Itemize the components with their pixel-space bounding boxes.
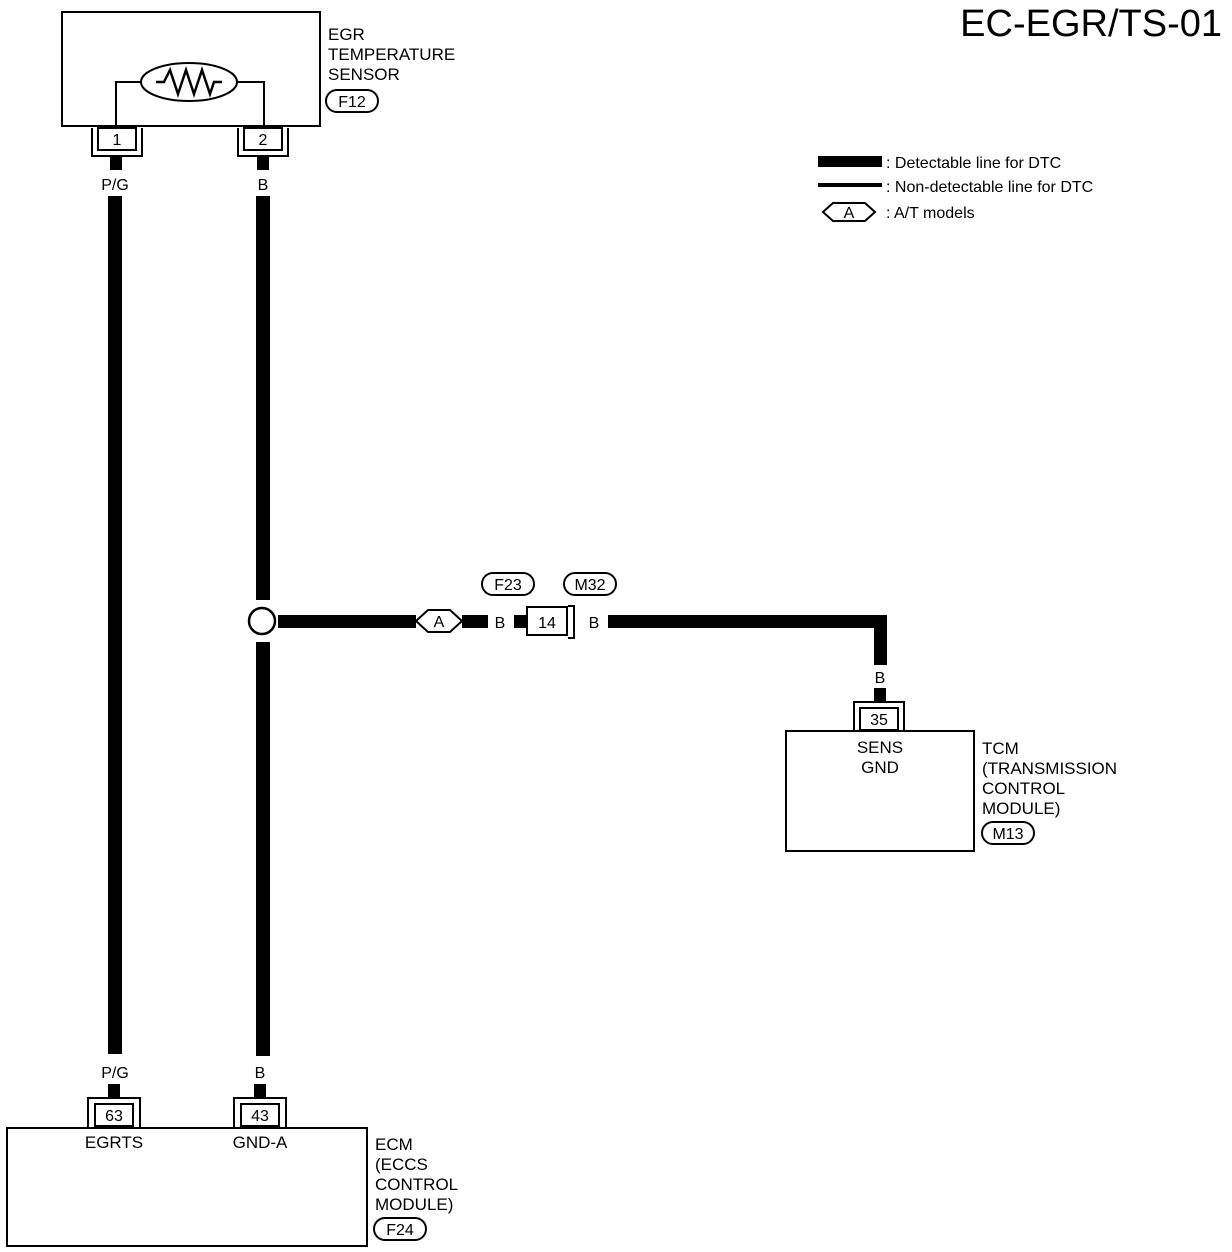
option-marker-code: A — [434, 614, 445, 631]
ecm-pin43-connector-outer — [233, 1097, 287, 1127]
ecm-pin63-connector-cavity — [94, 1103, 134, 1127]
ecm-name-1: ECM — [375, 1135, 413, 1154]
egr-sensor-name-1: EGR — [328, 25, 365, 44]
legend-thin-line — [818, 183, 882, 187]
inline-connector-pin: 14 — [538, 615, 556, 632]
ecm-name-2: (ECCS — [375, 1155, 428, 1174]
ecm-pin43-connector-cavity — [240, 1103, 280, 1127]
tcm-box — [785, 730, 975, 852]
legend-non-detectable-text: : Non-detectable line for DTC — [886, 179, 1093, 196]
egr-sensor-lead-left — [115, 81, 142, 126]
tcm-terminal-1: SENS — [857, 738, 903, 757]
tcm-module: 35 SENS GND TCM (TRANSMISSION CONTROL MO… — [785, 701, 1117, 852]
branch-left-label: B — [495, 615, 506, 632]
b-wire-upper — [256, 196, 270, 600]
ecm-name-4: MODULE) — [375, 1195, 453, 1214]
tcm-drop-label: B — [875, 670, 886, 687]
tcm-drop-stub — [874, 688, 886, 702]
legend-detectable-text: : Detectable line for DTC — [886, 155, 1061, 172]
inline-connector: F23 M32 14 — [481, 572, 617, 639]
splice-junction — [247, 606, 277, 636]
branch-wire-2 — [462, 615, 488, 628]
egr-temperature-sensor: EGR TEMPERATURE SENSOR F12 1 2 — [61, 11, 455, 157]
ecm-connector-code: F24 — [386, 1222, 414, 1239]
tcm-terminal-2: GND — [861, 758, 899, 777]
tcm-name-1: TCM — [982, 739, 1019, 758]
branch-wire-3 — [514, 615, 526, 628]
ecm-terminal-gnd-a: GND-A — [233, 1133, 288, 1152]
legend-option-hexagon — [821, 202, 877, 222]
legend: : Detectable line for DTC : Non-detectab… — [818, 155, 1093, 222]
ecm-pin-63: 63 — [105, 1108, 123, 1125]
branch-right-label: B — [589, 615, 600, 632]
pg-bottom-label: P/G — [101, 1065, 129, 1082]
ecm-box — [6, 1127, 368, 1247]
ecm-module: 63 43 EGRTS GND-A ECM (ECCS CONTROL MODU… — [6, 1097, 458, 1247]
pg-wire-stub-bottom — [108, 1084, 120, 1098]
egr-sensor-connector-badge — [325, 89, 379, 113]
ecm-pin63-connector-outer — [87, 1097, 141, 1127]
m32-code: M32 — [574, 577, 605, 594]
legend-option-code: A — [844, 205, 855, 222]
b-wire-lower — [256, 642, 270, 1056]
branch-wire-4 — [608, 615, 886, 628]
ecm-connector-badge — [373, 1217, 427, 1241]
egr-sensor-lead-right — [236, 81, 265, 126]
b-bottom-label: B — [255, 1065, 266, 1082]
egr-sensor-name-2: TEMPERATURE — [328, 45, 455, 64]
tcm-connector-badge — [981, 821, 1035, 845]
ecm-pin-43: 43 — [251, 1108, 269, 1125]
option-marker-hexagon — [414, 609, 464, 633]
tcm-pin: 35 — [870, 712, 888, 729]
b-wire-stub-top — [257, 156, 269, 170]
egr-sensor-pin-2: 2 — [259, 132, 268, 149]
egr-sensor-pin-1: 1 — [113, 132, 122, 149]
pg-wire-stub-top — [110, 156, 122, 170]
b-top-label: B — [258, 177, 269, 194]
pin1-connector-cavity — [97, 127, 137, 151]
pg-wire — [108, 196, 122, 1054]
b-wire-stub-bottom — [254, 1084, 266, 1098]
tcm-connector-outer — [853, 701, 905, 730]
branch-wire-1 — [278, 615, 416, 628]
pg-top-label: P/G — [101, 177, 129, 194]
f23-badge — [481, 572, 535, 596]
egr-sensor-connector-code: F12 — [338, 94, 366, 111]
resistor-icon — [156, 66, 222, 98]
page-code: EC-EGR/TS-01 — [960, 3, 1222, 45]
pin2-connector-cavity — [243, 127, 283, 151]
tcm-name-2: (TRANSMISSION — [982, 759, 1117, 778]
inline-connector-cavity — [526, 606, 568, 636]
legend-option-text: : A/T models — [886, 205, 975, 222]
m32-badge — [563, 572, 617, 596]
inline-connector-outline — [568, 605, 575, 639]
ecm-name-3: CONTROL — [375, 1175, 458, 1194]
tcm-name-3: CONTROL — [982, 779, 1065, 798]
ecm-terminal-egrts: EGRTS — [85, 1133, 143, 1152]
f23-code: F23 — [494, 577, 522, 594]
tcm-name-4: MODULE) — [982, 799, 1060, 818]
tcm-drop-wire — [874, 615, 887, 665]
legend-thick-line — [818, 156, 882, 167]
wires — [108, 156, 887, 1098]
tcm-connector-code: M13 — [992, 826, 1023, 843]
egr-sensor-name-3: SENSOR — [328, 65, 400, 84]
